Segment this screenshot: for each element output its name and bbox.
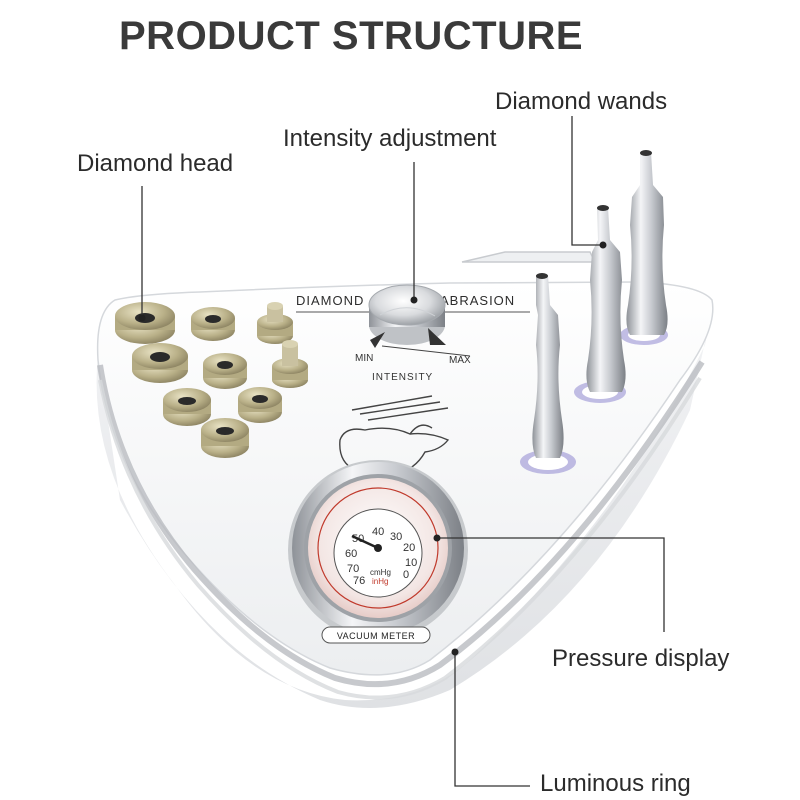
label-diamond-wands: Diamond wands xyxy=(495,88,668,115)
diamond-wand-3 xyxy=(626,150,668,335)
leader-luminous-ring xyxy=(454,652,530,787)
gauge-needle xyxy=(351,534,379,550)
diamond-tip-6 xyxy=(272,340,308,388)
vacuum-meter-plate: VACUUM METER xyxy=(321,626,431,644)
diamond-tip-9 xyxy=(201,418,249,458)
gauge-number-30: 30 xyxy=(390,531,402,543)
knob-scale-right xyxy=(428,328,446,345)
gauge-units-inhg: inHg xyxy=(372,577,388,586)
knob-label: INTENSITY xyxy=(372,372,433,383)
panel-text-right: ABRASION xyxy=(440,293,515,308)
leader-dots xyxy=(138,241,607,656)
label-pressure-display: Pressure display xyxy=(552,645,730,672)
knob-max-label: MAX xyxy=(449,355,471,366)
knob-scale-left xyxy=(370,332,385,348)
gauge-number-76: 76 xyxy=(353,575,365,587)
diamond-heads xyxy=(115,302,308,458)
label-intensity-adjustment: Intensity adjustment xyxy=(283,125,497,152)
label-luminous-ring: Luminous ring xyxy=(540,770,691,797)
gauge-number-20: 20 xyxy=(403,542,415,554)
vacuum-gauge: 0 10 20 30 40 50 60 70 76 cmHg inHg xyxy=(288,460,468,640)
gauge-number-60: 60 xyxy=(345,548,357,560)
diamond-tip-7 xyxy=(163,388,211,426)
diamond-wand-1 xyxy=(532,273,564,458)
diamond-tip-8 xyxy=(238,387,282,423)
gauge-number-40: 40 xyxy=(372,526,384,538)
gauge-scale-numbers: 0 10 20 30 40 50 60 70 76 xyxy=(345,526,417,587)
diamond-tip-4 xyxy=(132,343,188,383)
knob-min-label: MIN xyxy=(355,353,373,364)
gauge-number-10: 10 xyxy=(405,557,417,569)
panel-text-left: DIAMOND xyxy=(296,293,364,308)
diamond-tip-1 xyxy=(115,302,175,344)
page-title: PRODUCT STRUCTURE xyxy=(119,14,584,58)
intensity-knob[interactable] xyxy=(368,284,446,345)
gauge-units-cmhg: cmHg xyxy=(370,568,391,577)
vacuum-meter-label: VACUUM METER xyxy=(337,631,415,641)
diamond-tip-5 xyxy=(203,353,247,389)
diamond-tip-2 xyxy=(191,307,235,341)
gauge-number-70: 70 xyxy=(347,563,359,575)
label-diamond-head: Diamond head xyxy=(77,150,234,177)
leader-diamond-wands xyxy=(571,116,603,246)
back-glass-plate xyxy=(461,251,597,263)
leader-lines xyxy=(141,116,665,787)
gauge-number-0: 0 xyxy=(403,569,409,581)
leader-pressure-display xyxy=(437,537,665,632)
diamond-tip-3 xyxy=(257,302,293,344)
diamond-wand-2 xyxy=(586,205,626,392)
